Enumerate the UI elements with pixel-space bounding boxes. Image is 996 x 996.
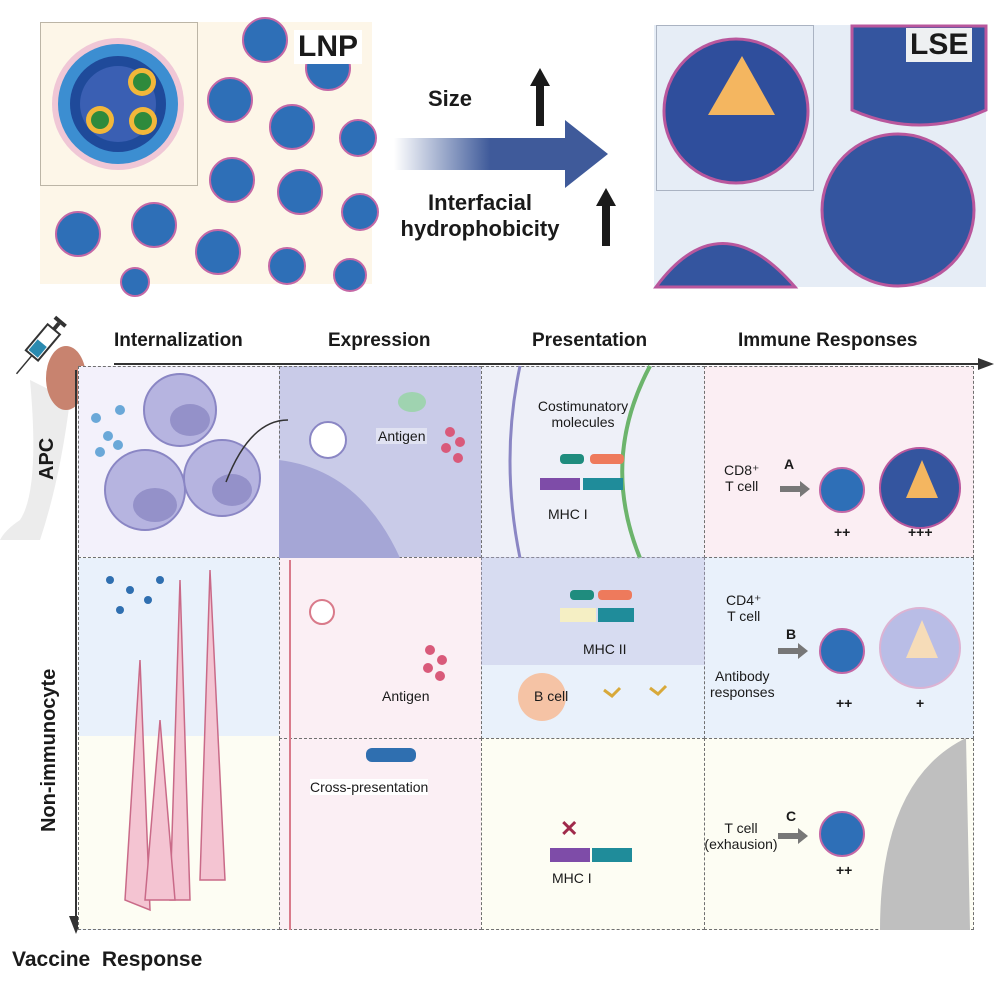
mhc2-label: MHC II: [583, 641, 627, 657]
costimulatory-label-line1: Costimunatory: [537, 398, 629, 414]
antibody-label-line2: responses: [710, 684, 775, 700]
internalized-particles: [91, 405, 125, 457]
lse-particles: [653, 24, 988, 289]
mhc1-label-non: MHC I: [552, 870, 592, 886]
dendritic-cells: [104, 373, 261, 531]
cross-presentation-label: Cross-presentation: [310, 779, 429, 795]
lnp-label: LNP: [294, 30, 362, 64]
header-internalization: Internalization: [114, 330, 243, 351]
antibody-responses-label: Antibody responses: [710, 668, 775, 700]
antibody-icons: [603, 684, 668, 698]
lnp-inset-frame: [40, 22, 198, 186]
response-c-label: T cell (exhausion): [703, 820, 779, 852]
apc-membrane: [508, 365, 522, 559]
b-cell-label: B cell: [534, 688, 569, 704]
lse-cutaway: [662, 37, 810, 185]
syringe-icon: [15, 315, 67, 375]
lse-label: LSE: [906, 28, 973, 62]
non-immunocyte-particles: [106, 576, 164, 614]
response-c-line1: T cell: [724, 820, 758, 836]
dendritic-cell-nuclei: [133, 404, 252, 522]
exhausted-t-cell: [880, 738, 970, 930]
cell-non-expression-upper: [279, 557, 482, 739]
ribosome: [398, 392, 426, 412]
cell-non-presentation-lower: [481, 738, 705, 930]
response-lse-icons: [879, 447, 961, 689]
y-axis-title: Vaccine Response: [12, 948, 203, 971]
header-presentation: Presentation: [532, 330, 648, 351]
endocytic-vesicle: [309, 599, 335, 625]
antigen-cluster-apc: [441, 427, 465, 463]
interfacial-label-line2: hydrophobicity: [400, 216, 560, 241]
response-a-label: CD8⁺ T cell: [724, 462, 759, 494]
interfacial-label-line1: Interfacial: [428, 190, 532, 215]
response-b-lse-score: +: [916, 695, 925, 711]
endosome: [309, 421, 347, 459]
lnp-core-mrna: [86, 68, 157, 135]
antigen-label-non: Antigen: [382, 688, 430, 704]
antigen-cluster-non: [423, 645, 447, 681]
response-b-line1: CD4⁺: [726, 592, 762, 608]
proteasome: [366, 748, 416, 762]
x-axis-arrow: [114, 358, 994, 370]
response-b-label: CD4⁺ T cell: [726, 592, 761, 624]
lse-particles-illustration: [653, 24, 988, 289]
antigen-label-apc: Antigen: [376, 428, 428, 444]
b-cell: [518, 673, 566, 721]
costimulatory-label-line2: molecules: [551, 414, 615, 430]
mhc1-label-apc: MHC I: [548, 506, 588, 522]
lnp-cross-section: [52, 38, 184, 170]
mhc1-complex-apc: [540, 478, 623, 490]
blocked-cross-icon: ✕: [560, 816, 578, 841]
response-c-line2: (exhausion): [704, 836, 778, 852]
apc-nucleus: [279, 460, 400, 558]
cell-non-presentation-upper: [481, 557, 705, 739]
t-cell-membrane: [620, 365, 652, 559]
fibroblasts: [124, 569, 226, 912]
costimulatory-molecules: [560, 454, 624, 464]
hydrophobicity-up-arrow-icon: [596, 188, 616, 246]
transition-arrow: [394, 120, 608, 188]
response-a-lse-score: +++: [908, 524, 933, 540]
response-a-lnp-score: ++: [834, 524, 851, 540]
header-expression: Expression: [328, 330, 431, 351]
response-c-lnp-score: ++: [836, 862, 853, 878]
antibody-label-line1: Antibody: [715, 668, 770, 684]
response-arrows: [778, 481, 810, 844]
size-label: Size: [428, 86, 473, 111]
response-b-line2: T cell: [727, 608, 761, 624]
response-b-lnp-score: ++: [836, 695, 853, 711]
cell-non-expression-lower: [279, 738, 482, 930]
internalization-arrow: [225, 419, 289, 483]
response-a-line2: T cell: [725, 478, 759, 494]
lse-inset-frame: [656, 25, 814, 191]
response-b-letter: B: [786, 626, 797, 642]
response-c-letter: C: [786, 808, 797, 824]
response-lnp-icons: [819, 467, 865, 857]
header-immune-responses: Immune Responses: [738, 330, 918, 351]
transition-arrow-shape: [394, 120, 608, 188]
response-a-letter: A: [784, 456, 795, 472]
mhc2-complex: [560, 590, 634, 622]
mhc1-complex-non: [550, 848, 632, 862]
response-a-line1: CD8⁺: [724, 462, 760, 478]
size-up-arrow-icon: [530, 68, 550, 126]
interfacial-hydrophobicity-label: Interfacial hydrophobicity: [395, 190, 565, 242]
costimulatory-label: Costimunatory molecules: [520, 398, 646, 430]
